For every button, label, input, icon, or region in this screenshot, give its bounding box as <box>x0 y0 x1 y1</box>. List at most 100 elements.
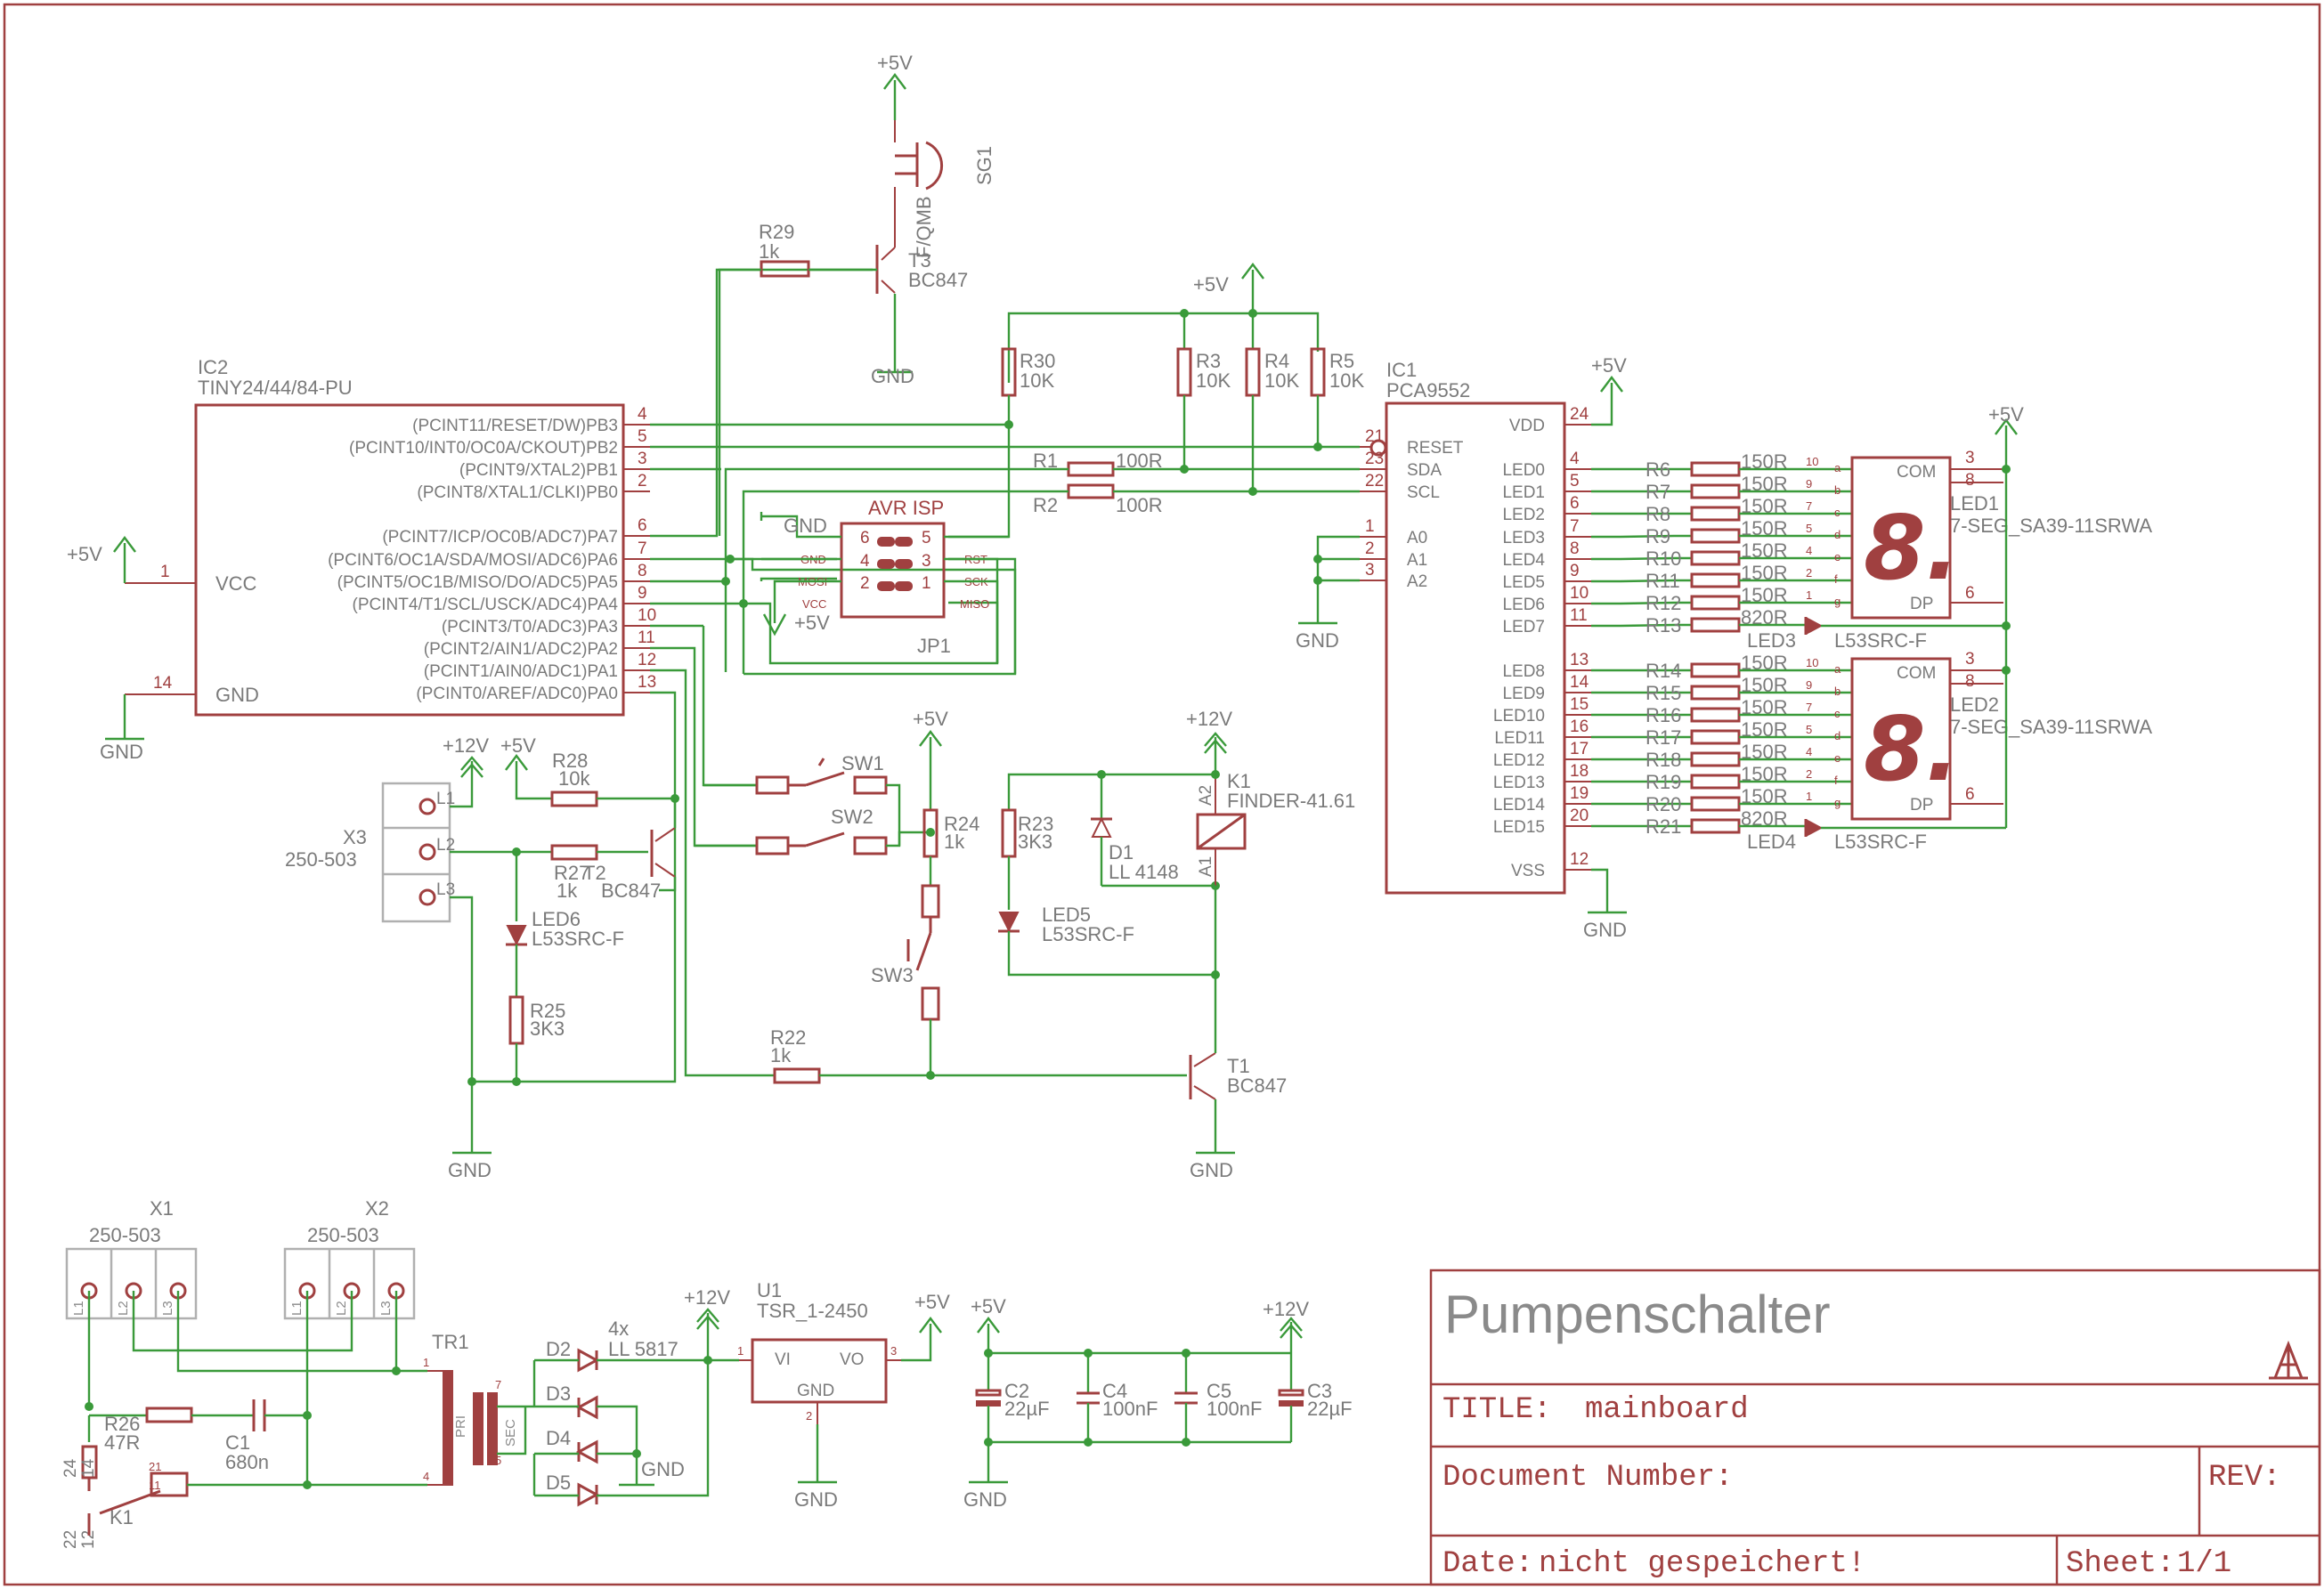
svg-text:L53SRC-F: L53SRC-F <box>1042 923 1134 945</box>
svg-text:1k: 1k <box>557 880 578 902</box>
segment-pin-number: 7 <box>1806 701 1812 714</box>
svg-text:1k: 1k <box>759 240 780 263</box>
sheet-value: 1/1 <box>2177 1547 2231 1581</box>
svg-text:+5V: +5V <box>913 708 948 730</box>
ic1-right-pin-name: VDD <box>1509 417 1545 435</box>
segment-resistor-ref: R13 <box>1645 614 1681 636</box>
svg-text:+5V: +5V <box>794 612 830 634</box>
ic2-pin-name: (PCINT6/OC1A/SDA/MOSI/ADC6)PA6 <box>328 551 618 570</box>
segment-resistor <box>1690 483 1741 499</box>
svg-text:1: 1 <box>922 574 931 593</box>
segment-pin-number: 5 <box>1806 723 1812 736</box>
segment-resistor-ref: R7 <box>1645 481 1670 503</box>
svg-text:5: 5 <box>922 529 931 547</box>
ic1-right-pin-number: 16 <box>1570 717 1589 736</box>
ic2-pin-name: (PCINT10/INT0/OC0A/CKOUT)PB2 <box>349 439 618 458</box>
ic1-right-pin-name: LED0 <box>1502 461 1545 480</box>
ic2-pin-name: (PCINT0/AREF/ADC0)PA0 <box>416 685 618 703</box>
svg-text:2: 2 <box>860 574 870 593</box>
display-common-rail: +5V <box>1950 403 2024 830</box>
switch-sw1[interactable]: SW1 <box>703 752 901 846</box>
segment-resistor-ref: R6 <box>1645 458 1670 481</box>
ic1-right-pin-number: 17 <box>1570 740 1589 758</box>
segment-resistor-ref: R17 <box>1645 726 1681 749</box>
svg-text:SW1: SW1 <box>841 752 884 774</box>
segment-resistor <box>1690 461 1741 477</box>
svg-text:10K: 10K <box>1196 369 1231 392</box>
ic1-right-pin-number: 14 <box>1570 673 1589 692</box>
segment-pin-number: 9 <box>1806 678 1812 692</box>
svg-text:1: 1 <box>423 1356 429 1369</box>
ic1-left-pin-name: A0 <box>1407 529 1427 547</box>
switch-sw2[interactable]: SW2 <box>695 806 930 855</box>
segment-resistor <box>1690 550 1741 566</box>
svg-text:SW3: SW3 <box>871 964 914 986</box>
svg-text:+5V: +5V <box>67 543 102 565</box>
svg-text:+12V: +12V <box>1263 1298 1309 1320</box>
ic2-ref: IC2 <box>198 356 228 378</box>
ic1-right-pin-name: LED15 <box>1493 818 1545 837</box>
svg-text:4: 4 <box>423 1470 429 1483</box>
svg-text:L1: L1 <box>289 1301 305 1316</box>
svg-text:+5V: +5V <box>971 1295 1006 1317</box>
ic1-left-pin-number: 21 <box>1365 427 1384 446</box>
svg-text:10k: 10k <box>558 767 590 790</box>
transformer-tr1: TR1 1 4 PRI SEC 7 5 <box>423 1331 534 1486</box>
segment-net <box>1591 623 1692 628</box>
segment-pin-number: 1 <box>1806 588 1812 602</box>
svg-text:T2: T2 <box>583 862 606 884</box>
svg-text:R4: R4 <box>1264 350 1289 372</box>
isp-ref: JP1 <box>917 635 951 657</box>
ic1-right-pin-number: 9 <box>1570 562 1580 580</box>
svg-text:3K3: 3K3 <box>530 1017 565 1040</box>
ic1-value: PCA9552 <box>1386 379 1470 401</box>
svg-text:COM: COM <box>1897 463 1936 482</box>
svg-text:100nF: 100nF <box>1207 1398 1262 1420</box>
segment-resistor-ref: R12 <box>1645 592 1681 614</box>
led1-digit-glyph: 8. <box>1864 496 1960 600</box>
regulator-u1: +12V 1 U1 TSR_1-2450 VI VO GND 3 +5V 2 G… <box>684 1279 950 1511</box>
svg-text:250-503: 250-503 <box>307 1224 379 1246</box>
ic1-left-pin-name: SCL <box>1407 483 1440 502</box>
ic1-right-pin-number: 8 <box>1570 539 1580 558</box>
display-led2: COM DP 8. LED2 7-SEG_SA39-11SRWA 3 8 6 <box>1850 650 2152 821</box>
ic1-right-pin-name: LED4 <box>1502 551 1545 570</box>
svg-text:GND: GND <box>784 515 827 537</box>
diode-d2 <box>534 1348 708 1373</box>
ic2-pin-number: 12 <box>638 651 656 669</box>
ic2-pin-number: 4 <box>638 405 647 424</box>
segment-pin-number: 10 <box>1806 455 1818 468</box>
svg-text:F/QMB: F/QMB <box>913 196 935 258</box>
svg-text:C2: C2 <box>1004 1380 1029 1402</box>
svg-text:L2: L2 <box>334 1301 349 1316</box>
segment-letter: f <box>1834 774 1838 787</box>
switch-sw3[interactable]: +5V R24 1k SW3 <box>871 708 979 1080</box>
segment-letter: g <box>1834 595 1841 608</box>
svg-text:1k: 1k <box>770 1044 792 1066</box>
ic1-right-pin-number: 15 <box>1570 695 1589 714</box>
connector-x2: X2 250-503 L1 L2 L3 <box>283 1197 416 1320</box>
svg-text:D1: D1 <box>1109 841 1134 863</box>
svg-text:GND: GND <box>641 1458 685 1480</box>
svg-text:22µF: 22µF <box>1004 1398 1050 1420</box>
segment-pin-number: 10 <box>1806 656 1818 669</box>
svg-text:D4: D4 <box>546 1427 571 1449</box>
date-value: nicht gespeichert! <box>1539 1547 1865 1581</box>
segment-letter: a <box>1834 662 1841 676</box>
ic2-pin-name: (PCINT7/ICP/OC0B/ADC7)PA7 <box>382 528 618 547</box>
segment-letter: c <box>1834 707 1841 720</box>
ic2-pin-number: 6 <box>638 516 647 535</box>
svg-text:VI: VI <box>775 1350 791 1369</box>
svg-text:22µF: 22µF <box>1307 1398 1353 1420</box>
svg-text:R27: R27 <box>554 862 589 884</box>
svg-text:LED5: LED5 <box>1042 904 1091 926</box>
ic2-pin-number: 11 <box>638 628 655 647</box>
ic2-vcc-num: 1 <box>160 563 170 581</box>
svg-text:R5: R5 <box>1329 350 1354 372</box>
svg-text:R26: R26 <box>104 1413 140 1435</box>
ic2-pin-number: 10 <box>638 606 656 625</box>
ic1-right-pin-name: LED8 <box>1502 662 1545 681</box>
ic2-gnd-num: 14 <box>153 674 173 693</box>
